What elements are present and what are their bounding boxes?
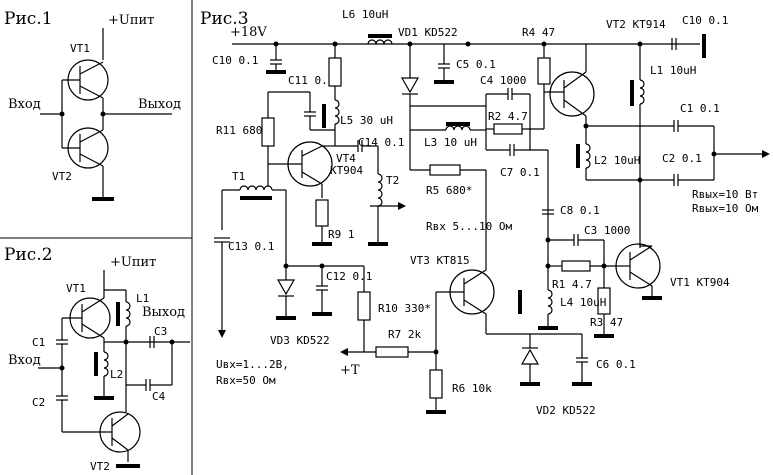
fig1-output-label: Выход (138, 97, 181, 112)
fig3-c14-label: C14 0.1 (358, 136, 404, 149)
fig3-r2-label: R2 4.7 (488, 110, 528, 123)
fig2-c3-label: C3 (154, 325, 167, 338)
fig3-c10-left-label: C10 0.1 (212, 54, 258, 67)
fig1-vt2-label: VT2 (52, 170, 72, 183)
fig3-title: Рис.3 (200, 9, 249, 29)
fig3-vt1-transistor (615, 243, 661, 289)
fig2-l1-label: L1 (136, 292, 149, 305)
figure-3: Рис.3 +18V L6 10uH VD1 KD522 C5 0.1 R4 4… (200, 8, 770, 417)
fig2-vt1-label: VT1 (66, 282, 86, 295)
fig3-l5-label: L5 30 uH (340, 114, 393, 127)
fig3-l2-label: L2 10uH (594, 154, 640, 167)
fig3-t2-transformer (377, 173, 383, 207)
fig3-t-plus-label: +T (340, 363, 360, 378)
fig3-l4-inductor (547, 289, 553, 315)
fig1-title: Рис.1 (4, 9, 53, 29)
fig3-l6-label: L6 10uH (342, 8, 388, 21)
fig3-vt4-label: VT4 (336, 152, 356, 165)
fig3-r7-resistor (375, 346, 409, 358)
fig3-r11-resistor (261, 117, 275, 147)
fig3-vt3-label: VT3 KT815 (410, 254, 470, 267)
fig3-r9-resistor (315, 199, 329, 227)
fig2-c1-label: C1 (32, 336, 45, 349)
fig3-c12-label: C12 0.1 (326, 270, 372, 283)
fig3-l1-label: L1 10uH (650, 64, 696, 77)
fig2-output-label: Выход (142, 305, 185, 320)
fig3-vt4-type-label: KT904 (330, 164, 363, 177)
fig2-c4-label: C4 (152, 390, 166, 403)
fig1-input-label: Вход (8, 97, 41, 112)
fig3-r10-label: R10 330* (378, 302, 431, 315)
fig3-l3-label: L3 10 uH (424, 136, 477, 149)
fig3-l1-inductor (639, 79, 645, 105)
fig3-c11-label: C11 0.1 (288, 74, 334, 87)
fig2-l1-inductor (125, 301, 131, 327)
fig3-c2-label: C2 0.1 (662, 152, 702, 165)
fig3-vd1-diode (400, 77, 420, 94)
fig3-uin-label: Uвх=1...2В, (216, 358, 289, 371)
fig3-l2-inductor (585, 143, 591, 169)
fig3-r5-label: R5 680* (426, 184, 472, 197)
fig2-c2-label: C2 (32, 396, 45, 409)
fig2-input-label: Вход (8, 353, 41, 368)
fig3-r10-resistor (357, 291, 371, 321)
fig3-r5-resistor (429, 164, 461, 176)
fig3-l5-inductor (334, 99, 340, 125)
fig3-vd3-label: VD3 KD522 (270, 334, 330, 347)
fig3-r3-label: R3 47 (590, 316, 623, 329)
figure-1: Рис.1 +Uпит VT1 VT2 Вход Выход (4, 9, 181, 201)
fig3-c4-label: C4 1000 (480, 74, 526, 87)
fig3-c7-label: C7 0.1 (500, 166, 540, 179)
fig3-rin-label: Rвх 5...10 Ом (426, 220, 512, 233)
fig3-rout2-label: Rвых=10 Ом (692, 202, 759, 215)
fig3-vd1-label: VD1 KD522 (398, 26, 458, 39)
fig3-r11-label: R11 680 (216, 124, 262, 137)
fig3-vd2-diode (520, 348, 540, 365)
fig3-r6-label: R6 10k (452, 382, 492, 395)
fig1-vt1-label: VT1 (70, 42, 90, 55)
fig3-c8-label: C8 0.1 (560, 204, 600, 217)
fig3-r-top-resistor (328, 57, 342, 87)
fig3-l3-inductor (445, 125, 471, 131)
fig3-r6-resistor (429, 369, 443, 399)
fig3-supply-label: +18V (230, 25, 267, 40)
fig3-r7-label: R7 2k (388, 328, 421, 341)
fig2-vt2-transistor (99, 411, 141, 453)
fig3-c3-label: C3 1000 (584, 224, 630, 237)
fig3-rin2-label: Rвх=50 Ом (216, 374, 276, 387)
fig2-title: Рис.2 (4, 245, 53, 265)
fig3-vt1-label: VT1 KT904 (670, 276, 730, 289)
fig2-l2-label: L2 (110, 368, 123, 381)
fig3-c6-label: C6 0.1 (596, 358, 636, 371)
fig3-t1-label: T1 (232, 170, 245, 183)
fig3-c1-label: C1 0.1 (680, 102, 720, 115)
fig3-r2-resistor (493, 123, 523, 135)
fig3-l4-label: L4 10uH (560, 296, 606, 309)
fig3-c13-label: C13 0.1 (228, 240, 274, 253)
fig3-r4-label: R4 47 (522, 26, 555, 39)
fig3-vt2-label: VT2 KT914 (606, 18, 666, 31)
fig3-vt2-transistor (549, 71, 595, 117)
fig3-vd3-diode (276, 279, 296, 296)
fig2-l2-inductor (103, 351, 109, 377)
fig3-t2-label: T2 (386, 174, 399, 187)
fig3-r9-label: R9 1 (328, 228, 355, 241)
fig3-t1-transformer (239, 185, 273, 191)
fig3-l6-inductor (367, 39, 393, 45)
fig3-c5-label: C5 0.1 (456, 58, 496, 71)
fig3-rout-label: Rвых=10 Вт (692, 188, 758, 201)
fig3-vd2-label: VD2 KD522 (536, 404, 596, 417)
figure-2: Рис.2 +Uпит VT1 L1 Выход C1 C3 Вход L2 C… (4, 245, 190, 473)
fig2-vcc-label: +Uпит (110, 255, 156, 270)
fig3-r1-resistor (561, 260, 591, 272)
fig3-r4-resistor (537, 57, 551, 85)
fig1-vcc-label: +Uпит (108, 13, 154, 28)
fig2-vt2-label: VT2 (90, 460, 110, 473)
fig3-r1-label: R1 4.7 (552, 278, 592, 291)
fig3-c10-top-label: C10 0.1 (682, 14, 728, 27)
